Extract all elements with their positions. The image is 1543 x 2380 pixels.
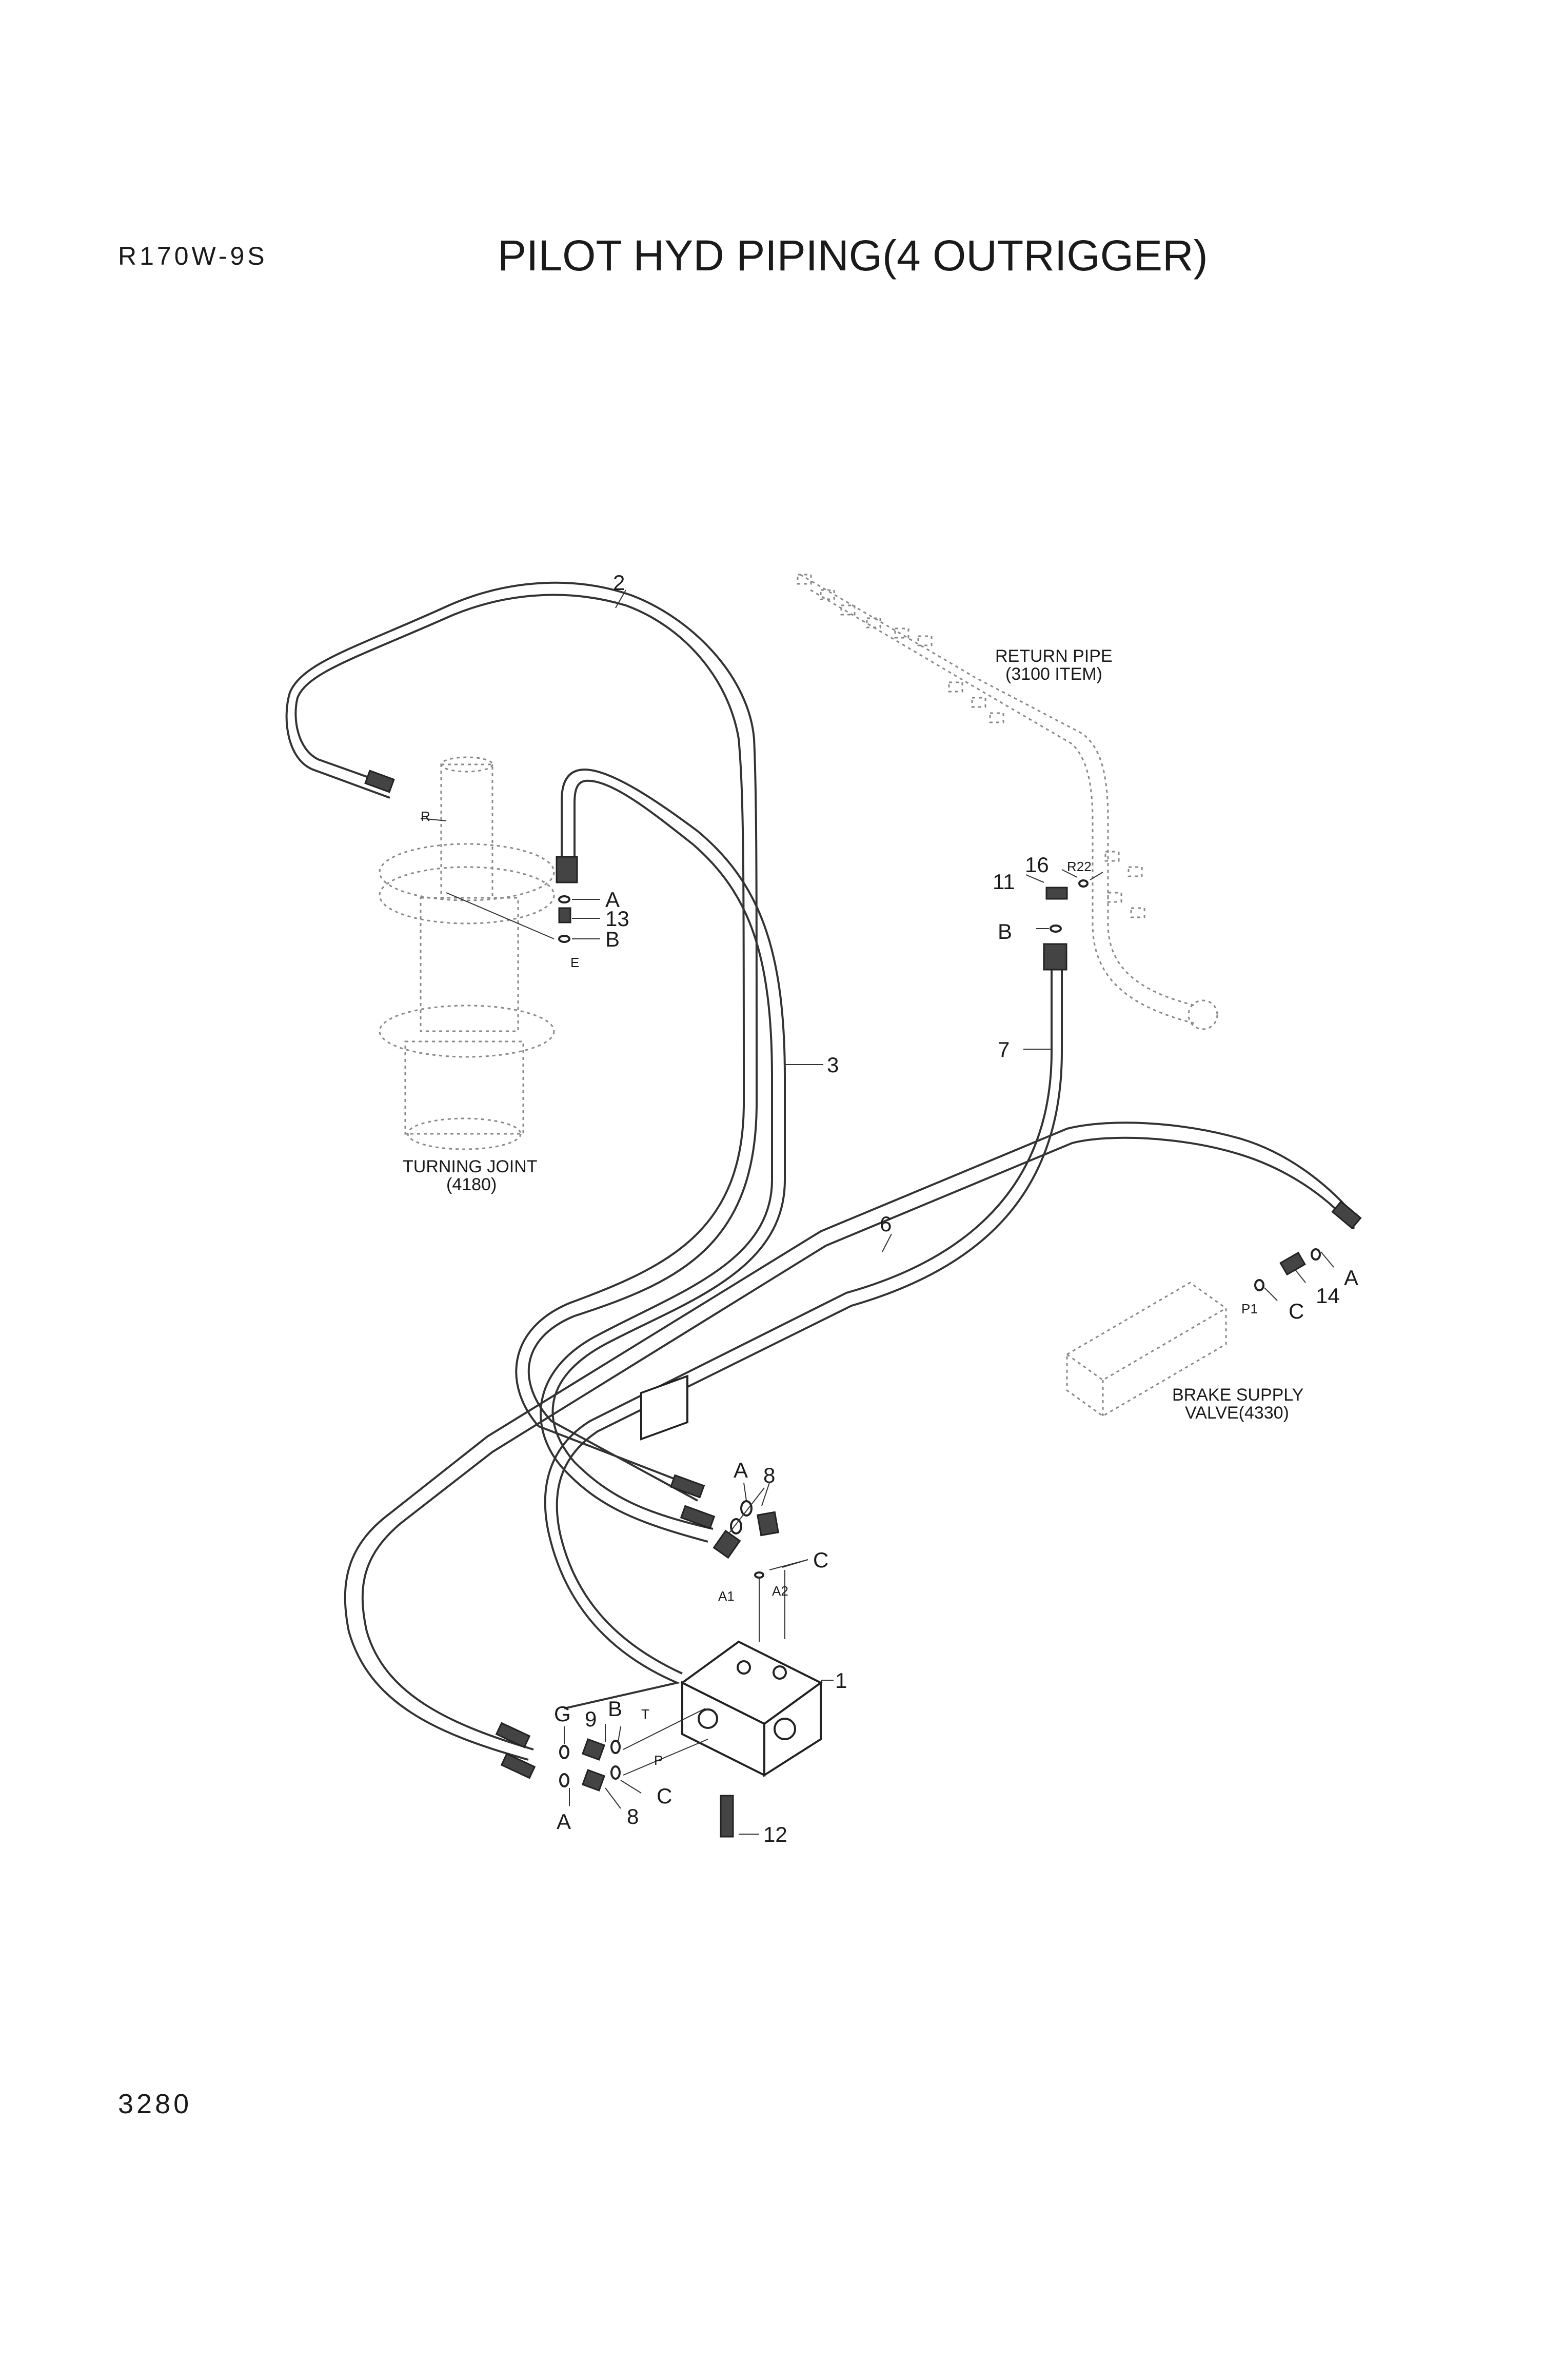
port-r: R <box>421 809 430 824</box>
hose-6 <box>344 1122 1355 1761</box>
page-title: PILOT HYD PIPING(4 OUTRIGGER) <box>498 231 1208 280</box>
port-p1: P1 <box>1241 1301 1258 1316</box>
page-number: 3280 <box>118 2089 192 2119</box>
callout-12: 12 <box>763 1822 787 1846</box>
label-a-valve-top: A <box>734 1458 748 1482</box>
turning-joint-label-1: TURNING JOINT <box>403 1157 538 1176</box>
brake-valve-ghost <box>1066 1282 1227 1417</box>
label-c-valve-bottom: C <box>657 1784 672 1808</box>
label-c-valve-top: C <box>813 1548 828 1572</box>
label-a-right: A <box>1344 1266 1358 1290</box>
port-t: T <box>641 1706 649 1722</box>
hose-2 <box>285 581 758 1502</box>
callout-2: 2 <box>613 571 625 595</box>
callout-8-bottom: 8 <box>627 1804 639 1828</box>
callout-1: 1 <box>835 1668 847 1693</box>
callout-16: 16 <box>1025 853 1049 877</box>
port-r22: R22 <box>1067 859 1092 874</box>
model-code: R170W-9S <box>118 242 268 270</box>
callout-3: 3 <box>827 1053 839 1077</box>
return-pipe-ghost <box>797 574 1218 1030</box>
callout-8-top: 8 <box>763 1463 775 1487</box>
label-a-turning-joint: A <box>605 888 620 912</box>
label-a-valve-bottom: A <box>557 1809 571 1834</box>
label-g-valve: G <box>554 1702 571 1726</box>
return-pipe-label-2: (3100 ITEM) <box>1005 664 1102 684</box>
hose-7 <box>544 970 1063 1709</box>
label-b-valve: B <box>608 1697 622 1721</box>
brake-valve-label-1: BRAKE SUPPLY <box>1172 1385 1303 1405</box>
callout-9: 9 <box>585 1707 597 1731</box>
label-b-turning-joint: B <box>605 927 620 951</box>
callout-6: 6 <box>880 1212 892 1236</box>
leader-lines <box>420 589 1334 1835</box>
port-a1: A1 <box>718 1588 735 1604</box>
return-pipe-label-1: RETURN PIPE <box>995 646 1113 666</box>
label-c-right: C <box>1289 1299 1304 1323</box>
port-e: E <box>570 955 579 970</box>
port-p: P <box>654 1753 663 1768</box>
turning-joint-label-2: (4180) <box>446 1175 497 1194</box>
callout-14: 14 <box>1316 1284 1340 1308</box>
callout-11: 11 <box>993 870 1015 894</box>
callout-7: 7 <box>998 1037 1010 1061</box>
pilot-valve-block <box>640 1374 823 1838</box>
brake-valve-label-2: VALVE(4330) <box>1185 1403 1289 1423</box>
callout-13: 13 <box>605 907 629 931</box>
turning-joint-ghost <box>379 756 555 1150</box>
port-a2: A2 <box>772 1583 788 1599</box>
label-b-right: B <box>998 919 1012 943</box>
fittings-and-orings <box>558 879 1321 1792</box>
hose-fittings <box>364 770 1362 1779</box>
